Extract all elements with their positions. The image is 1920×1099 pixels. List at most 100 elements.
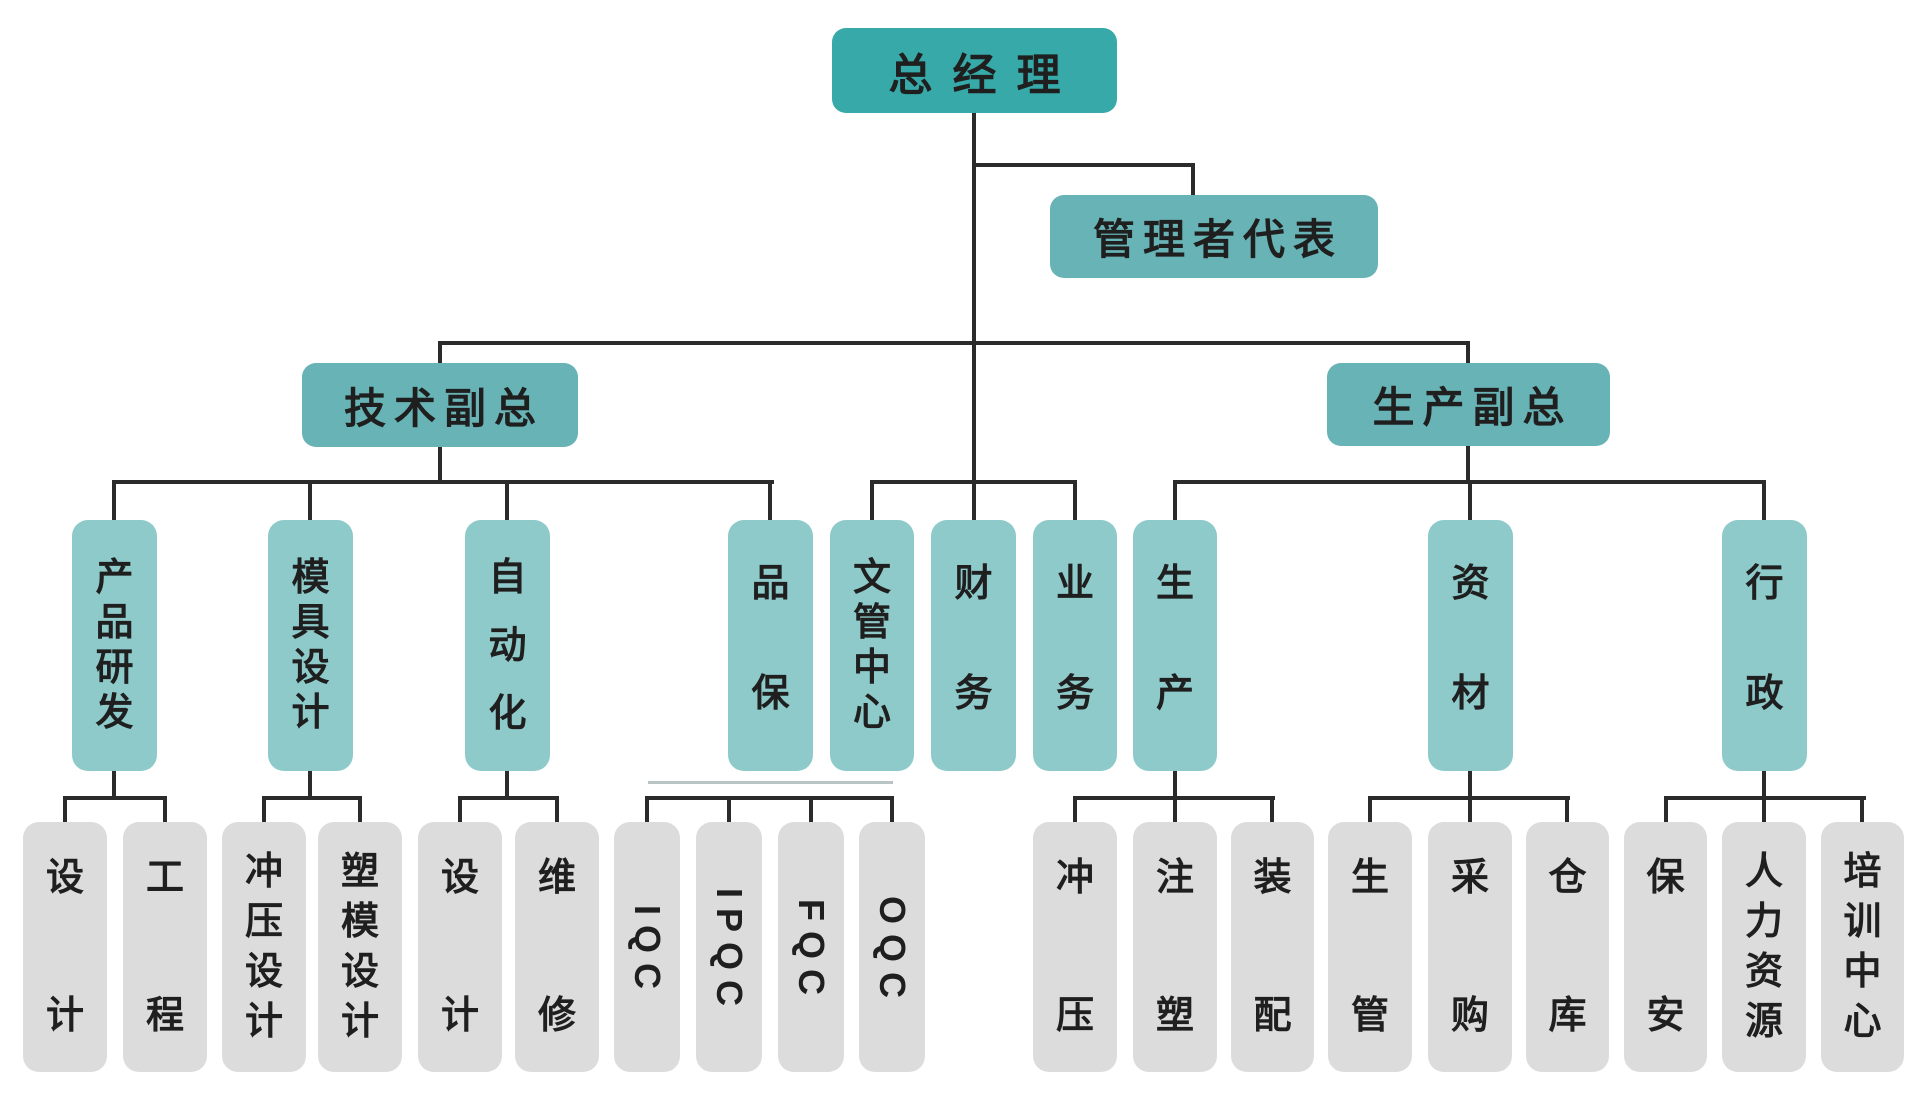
connector-line: [308, 480, 312, 522]
connector-line: [308, 771, 312, 800]
connector-line: [1073, 796, 1077, 824]
connector-line: [1466, 341, 1470, 365]
connector-line: [1565, 796, 1569, 824]
connector-line: [63, 796, 167, 800]
connector-line: [63, 796, 67, 824]
connector-line: [1368, 796, 1570, 800]
org-node-label: 行政: [1745, 562, 1784, 715]
org-node-label: 文管中心: [852, 557, 891, 734]
org-node-design-1: 设计: [23, 822, 107, 1072]
org-node-technical-vp: 技术副总: [302, 363, 578, 447]
connector-line: [727, 796, 731, 824]
org-node-label: 培训中心: [1843, 851, 1882, 1043]
connector-line: [645, 796, 649, 824]
connector-line: [768, 480, 772, 522]
org-node-label: 管理者代表: [1092, 216, 1343, 263]
connector-line: [1073, 796, 1275, 800]
connector-line: [358, 796, 362, 824]
connector-line: [438, 341, 1470, 345]
org-node-label: 业务: [1055, 562, 1094, 715]
connector-line: [112, 480, 774, 484]
org-node-label: 工程: [145, 857, 184, 1037]
connector-line: [1664, 796, 1668, 824]
org-node-mold-design: 模具设计: [268, 520, 353, 771]
org-node-automation: 自动化: [465, 520, 550, 771]
org-node-plastic-mold-design: 塑模设计: [318, 822, 402, 1072]
org-node-purchasing: 采购: [1428, 822, 1512, 1072]
org-node-iqc: IQC: [614, 822, 680, 1072]
connector-line: [458, 796, 559, 800]
org-node-label: 冲压: [1055, 857, 1094, 1037]
connector-line: [1191, 163, 1195, 195]
connector-line: [1270, 796, 1274, 824]
connector-line: [890, 796, 894, 824]
org-node-label: 塑模设计: [340, 851, 379, 1043]
org-node-production-control: 生管: [1328, 822, 1412, 1072]
org-node-label: 设计: [45, 857, 84, 1037]
org-node-label: 维修: [537, 857, 576, 1037]
org-node-label: OQC: [872, 895, 914, 1009]
org-node-materials: 资材: [1428, 520, 1513, 771]
connector-line: [262, 796, 362, 800]
org-node-business: 业务: [1033, 520, 1117, 771]
org-node-production: 生产: [1133, 520, 1217, 771]
org-node-label: 模具设计: [291, 557, 330, 734]
connector-line: [1762, 480, 1766, 522]
connector-line: [1860, 796, 1864, 824]
org-node-finance: 财务: [931, 520, 1016, 771]
connector-line: [262, 796, 266, 824]
connector-line: [870, 480, 1077, 484]
org-node-ipqc: IPQC: [696, 822, 762, 1072]
org-node-label: 总经理: [888, 50, 1081, 100]
org-node-label: 采购: [1450, 857, 1489, 1037]
org-node-label: IPQC: [709, 887, 751, 1017]
org-node-maintenance: 维修: [515, 822, 599, 1072]
connector-line: [1173, 480, 1177, 522]
org-node-label: 产品研发: [95, 557, 134, 734]
connector-line: [112, 771, 116, 800]
connector-line: [972, 113, 976, 520]
connector-line: [505, 771, 509, 800]
connector-line: [555, 796, 559, 824]
connector-line: [972, 163, 1193, 167]
org-node-label: 生产副总: [1372, 384, 1573, 431]
org-node-administration: 行政: [1722, 520, 1807, 771]
connector-line: [1664, 796, 1866, 800]
ghost-line: [648, 781, 893, 784]
org-node-label: 资材: [1451, 562, 1490, 715]
org-node-label: 仓库: [1548, 857, 1587, 1037]
org-node-label: 保安: [1646, 857, 1685, 1037]
org-node-label: 注塑: [1155, 857, 1194, 1037]
org-node-training-center: 培训中心: [1821, 822, 1904, 1072]
connector-line: [458, 796, 462, 824]
connector-line: [645, 796, 894, 800]
connector-line: [1073, 480, 1077, 522]
org-node-engineering: 工程: [123, 822, 207, 1072]
org-node-security: 保安: [1624, 822, 1707, 1072]
org-node-label: 生管: [1350, 857, 1389, 1037]
connector-line: [163, 796, 167, 824]
org-node-management-representative: 管理者代表: [1050, 195, 1378, 278]
org-node-injection-molding: 注塑: [1133, 822, 1217, 1072]
org-node-label: 技术副总: [343, 384, 544, 432]
org-node-product-rd: 产品研发: [72, 520, 157, 771]
connector-line: [438, 447, 442, 484]
org-node-oqc: OQC: [859, 822, 925, 1072]
org-node-label: 装配: [1253, 857, 1292, 1037]
connector-line: [1468, 480, 1472, 522]
org-node-document-control-center: 文管中心: [830, 520, 914, 771]
org-node-label: 品保: [751, 562, 790, 715]
org-node-label: 自动化: [488, 556, 527, 735]
org-node-design-2: 设计: [418, 822, 502, 1072]
org-node-quality-assurance: 品保: [728, 520, 813, 771]
org-node-label: 冲压设计: [244, 851, 283, 1043]
connector-line: [438, 341, 442, 365]
org-node-label: 财务: [954, 562, 993, 715]
org-node-human-resources: 人力资源: [1722, 822, 1806, 1072]
connector-line: [1368, 796, 1372, 824]
connector-line: [505, 480, 509, 522]
connector-line: [870, 480, 874, 522]
org-node-label: IQC: [627, 904, 669, 1000]
connector-line: [112, 480, 116, 522]
